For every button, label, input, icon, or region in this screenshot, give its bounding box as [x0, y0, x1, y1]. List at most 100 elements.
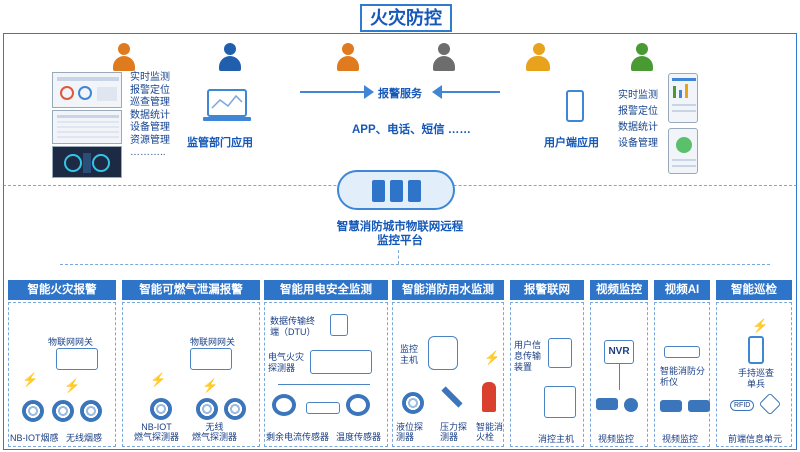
page-title: 火灾防控 [360, 4, 452, 32]
video-monitor-label: 视频监控 [598, 434, 635, 444]
connector-vertical [398, 250, 399, 264]
info-transfer-device-icon [548, 338, 572, 368]
dtu-device-icon [330, 314, 348, 336]
column-patrol [716, 302, 792, 447]
dome-camera-icon [624, 398, 638, 412]
category-video-ai: 视频AI [654, 280, 710, 300]
electric-detector-label: 电气火灾 探测器 [268, 352, 305, 373]
wireless-smoke-label: 无线烟感 [66, 433, 103, 443]
user-icon-gray [432, 43, 456, 73]
dtu-label: 数据传输终 端（DTU） [270, 316, 316, 337]
front-info-unit-label: 前端信息单元 [728, 434, 783, 444]
water-host-label: 监控 主机 [400, 344, 419, 365]
fire-gateway-label: 物联网网关 [48, 337, 94, 347]
connector-horizontal [60, 264, 770, 265]
column-alarm-net [510, 302, 584, 447]
arrow-left-to-center [300, 91, 370, 93]
gas-detector-icon [224, 398, 246, 420]
server-icon [390, 180, 403, 202]
arrow-right-to-center [440, 91, 500, 93]
column-electric [264, 302, 388, 447]
user-icon-blue [218, 43, 242, 73]
group-icon-yellow [524, 43, 552, 73]
nb-iot-smoke-label: NB-IOT烟感 [10, 433, 59, 443]
dashboard-screenshot-1 [52, 72, 122, 108]
list-item: 数据统计 [618, 122, 658, 133]
gas-detector-icon [150, 398, 172, 420]
column-video [590, 302, 648, 447]
gateway-device-icon [56, 348, 98, 370]
water-host-icon [428, 336, 458, 370]
dept-app-label: 监管部门应用 [187, 137, 253, 149]
list-item: ……….. [130, 147, 166, 158]
list-item: 实时监测 [618, 90, 658, 101]
category-electric-safety: 智能用电安全监测 [264, 280, 388, 300]
signal-icon: ⚡ [150, 372, 167, 387]
dashboard-screenshot-2 [52, 110, 122, 144]
signal-icon: ⚡ [202, 378, 219, 393]
signal-icon: ⚡ [22, 372, 39, 387]
smartphone-icon [566, 90, 584, 122]
server-icon [408, 180, 421, 202]
signal-icon: ⚡ [752, 318, 769, 333]
category-video-monitor: 视频监控 [590, 280, 648, 300]
list-item: 报警定位 [130, 84, 170, 96]
right-function-list: 实时监测 报警定位 数据统计 设备管理 [618, 88, 658, 152]
dashboard-screenshot-3 [52, 146, 122, 178]
server-icon [372, 180, 385, 202]
smoke-detector-icon [22, 400, 44, 422]
alarm-service-label: 报警服务 [378, 88, 422, 100]
electric-detector-icon [310, 350, 372, 374]
category-fire-alarm: 智能火灾报警 [8, 280, 116, 300]
handheld-patrol-label: 手持巡查 单兵 [738, 368, 775, 389]
smoke-detector-icon [52, 400, 74, 422]
channels-label: APP、电话、短信 …… [352, 124, 471, 136]
current-sensor-icon [346, 394, 370, 416]
phone-screenshot-1 [668, 73, 698, 123]
laptop-icon [202, 88, 252, 124]
left-function-list: 实时监测 报警定位 巡查管理 数据统计 设备管理 资源管理 ……….. [130, 72, 170, 160]
fire-control-host-icon [544, 386, 576, 418]
gas-detector-icon [196, 398, 218, 420]
camera-icon [596, 398, 618, 410]
level-sensor-icon [402, 392, 424, 414]
user-icon-orange2 [336, 43, 360, 73]
signal-icon: ⚡ [484, 350, 501, 365]
list-item: 数据统计 [130, 109, 170, 121]
wireless-gas-label: 无线 燃气探测器 [192, 422, 238, 442]
hydrant-icon [482, 382, 496, 412]
arrowhead-right [364, 85, 374, 99]
column-fire [8, 302, 116, 447]
wire-line [278, 384, 370, 385]
temp-sensor-probe-icon [306, 402, 340, 414]
user-info-device-label: 用户信 息传输 装置 [514, 340, 542, 372]
signal-icon: ⚡ [64, 378, 81, 393]
user-app-label: 用户端应用 [544, 137, 599, 149]
nvr-device-icon: NVR [604, 340, 634, 364]
list-item: 实时监测 [130, 72, 170, 83]
nb-iot-gas-label: NB-IOT 燃气探测器 [134, 422, 180, 442]
wire-line [619, 364, 620, 390]
hydrant-label: 智能消 火栓 [476, 422, 504, 442]
platform-label-line1: 智慧消防城市物联网远程 [336, 221, 464, 233]
camera-icon [660, 400, 682, 412]
temp-sensor-label: 温度传感器 [336, 432, 382, 442]
platform-label-line2: 监控平台 [377, 235, 423, 247]
list-item: 巡查管理 [130, 97, 170, 108]
user-icon-green [630, 43, 654, 73]
list-item: 设备管理 [618, 138, 658, 149]
user-icon-orange [112, 43, 136, 73]
top-frame [3, 33, 797, 185]
platform-label: 智慧消防城市物联网远程 监控平台 [334, 220, 466, 248]
current-sensor-icon [272, 394, 296, 416]
column-video-ai [654, 302, 710, 447]
camera-icon [688, 400, 710, 412]
arrowhead-left [432, 85, 442, 99]
fire-control-host-label: 消控主机 [538, 434, 575, 444]
video-ai-monitor-label: 视频监控 [662, 434, 699, 444]
ai-analyzer-icon [664, 346, 700, 358]
gateway-device-icon [190, 348, 232, 370]
category-patrol: 智能巡检 [716, 280, 792, 300]
pressure-sensor-label: 压力探 测器 [440, 422, 468, 442]
handheld-terminal-icon [748, 336, 764, 364]
